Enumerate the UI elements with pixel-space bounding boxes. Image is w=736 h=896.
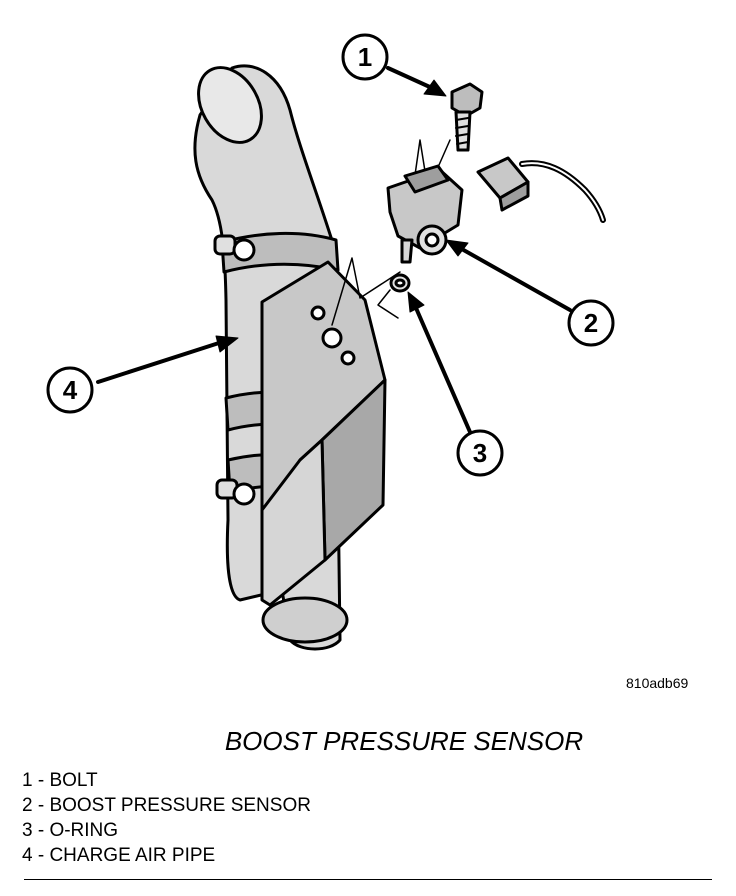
- boost-sensor-diagram: 1 2 3 4: [46, 33, 615, 651]
- pipe-clamp-upper: [213, 231, 340, 274]
- o-ring: [389, 273, 411, 293]
- svg-text:1: 1: [358, 42, 372, 72]
- svg-text:3: 3: [473, 438, 487, 468]
- legend-item-bolt: 1 - BOLT: [22, 770, 98, 791]
- drawing-id-label: 810adb69: [626, 675, 689, 691]
- mounting-bracket: [260, 260, 387, 607]
- callout-3: 3: [456, 429, 504, 477]
- callout-1: 1: [341, 33, 389, 81]
- svg-text:4: 4: [63, 375, 78, 405]
- callout-4: 4: [46, 366, 94, 414]
- bottom-rule: [24, 879, 712, 880]
- bolt: [450, 82, 484, 152]
- figure-caption: BOOST PRESSURE SENSOR: [224, 726, 584, 756]
- leader-arrows: [96, 66, 572, 434]
- legend-item-o-ring: 3 - O-RING: [22, 820, 119, 841]
- legend-item-boost-pressure-sensor: 2 - BOOST PRESSURE SENSOR: [22, 795, 311, 816]
- boost-pressure-sensor: [386, 164, 464, 264]
- svg-text:2: 2: [584, 308, 598, 338]
- parts-legend: 1 - BOLT 2 - BOOST PRESSURE SENSOR 3 - O…: [22, 768, 311, 868]
- electrical-connector: [476, 156, 606, 223]
- legend-item-charge-air-pipe: 4 - CHARGE AIR PIPE: [22, 845, 216, 866]
- callout-2: 2: [567, 299, 615, 347]
